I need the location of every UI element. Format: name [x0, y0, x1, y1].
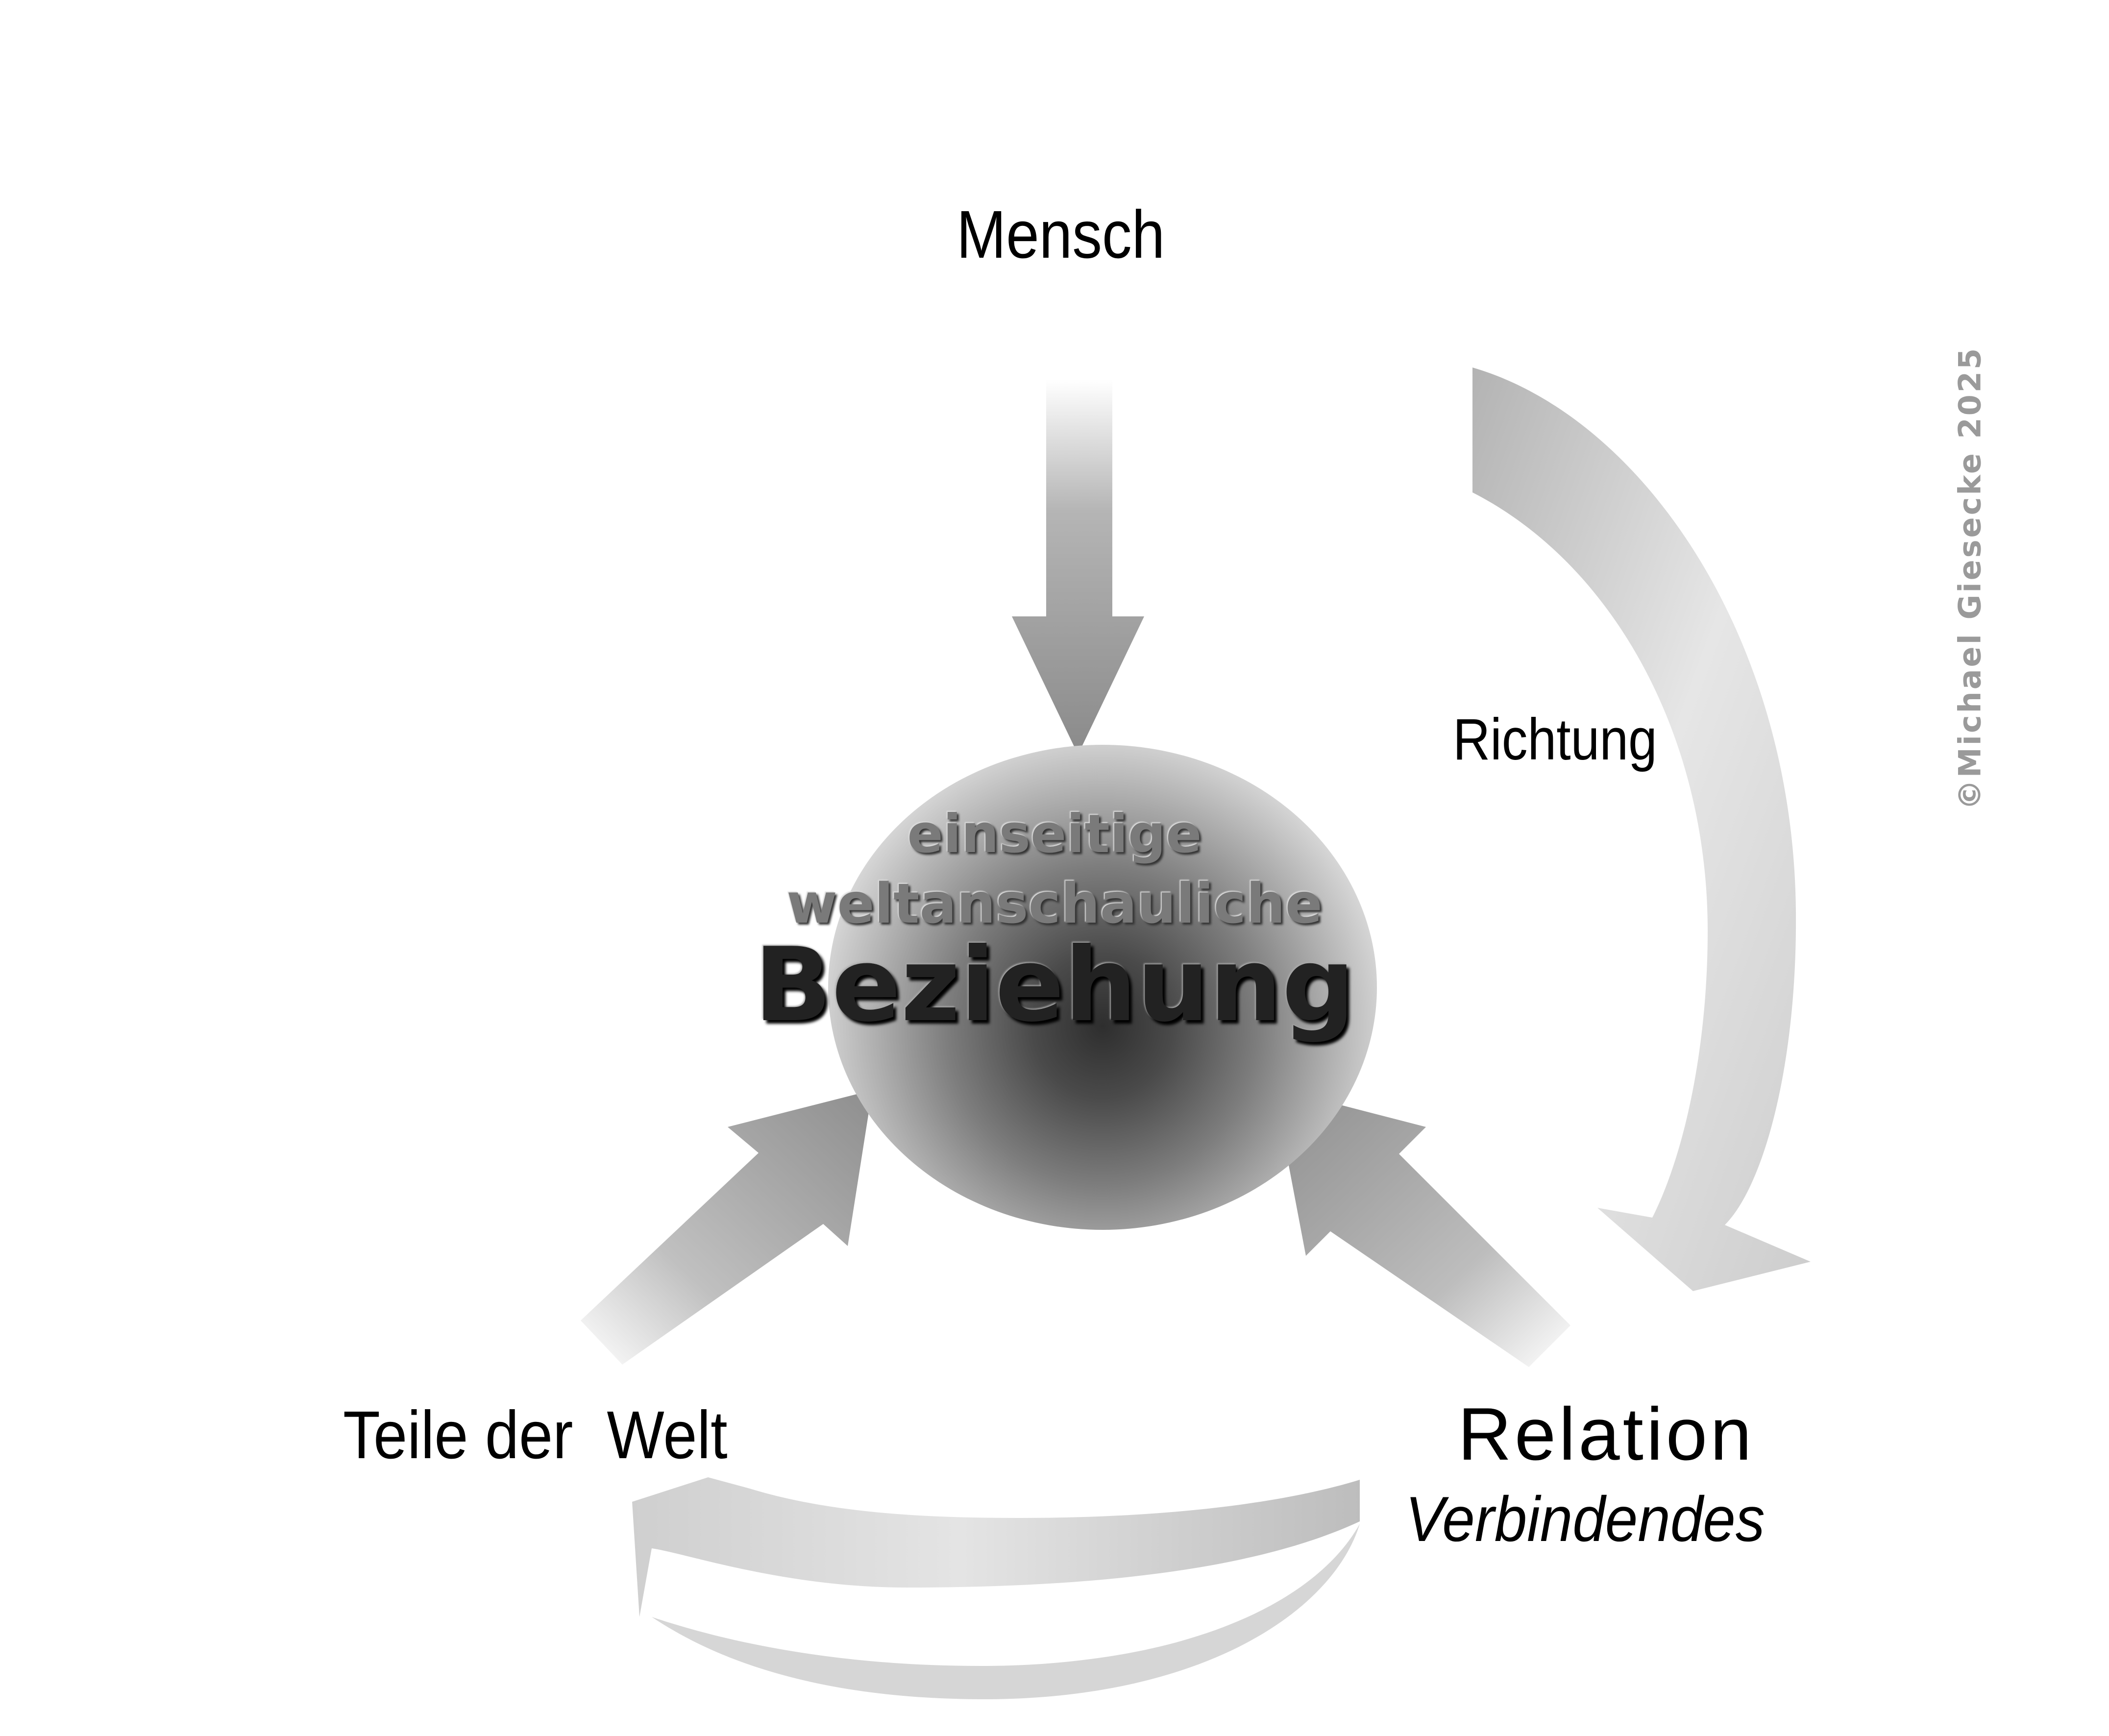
- label-richtung: Richtung: [1453, 707, 1657, 772]
- label-mensch: Mensch: [956, 197, 1165, 272]
- copyright-notice: ©Michael Giesecke 2025: [1952, 346, 1988, 810]
- center-text-line3: Beziehung: [754, 926, 1355, 1045]
- center-sphere: [828, 745, 1377, 1230]
- arrow-from-teile-der-welt: [581, 1090, 872, 1365]
- label-verbindendes: Verbindendes: [1405, 1483, 1765, 1555]
- arc-arrow-bottom-shadow: [652, 1524, 1360, 1700]
- arc-arrow-bottom: [632, 1477, 1360, 1617]
- center-text-line2: weltanschauliche: [786, 872, 1323, 936]
- arrow-from-mensch: [1012, 380, 1144, 755]
- center-text-line1: einseitige: [907, 804, 1202, 865]
- arc-arrow-richtung: [1472, 367, 1811, 1291]
- arrow-from-relation: [1274, 1088, 1570, 1367]
- label-teile-der-welt: Teile der Welt: [343, 1397, 728, 1473]
- label-relation: Relation: [1458, 1393, 1755, 1476]
